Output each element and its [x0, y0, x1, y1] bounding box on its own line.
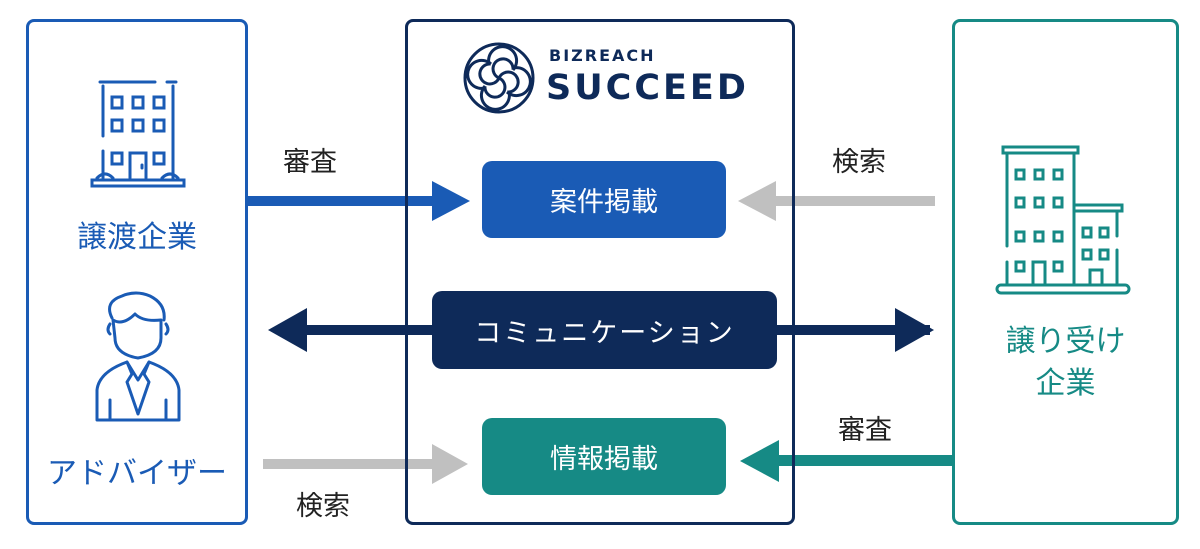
edge-label-review-top: 審査 — [283, 147, 337, 178]
buyer-company-label-line2: 企業 — [1035, 366, 1096, 401]
platform-panel — [405, 19, 795, 525]
seller-panel — [26, 19, 248, 525]
office-building-icon — [90, 80, 186, 188]
listing-box: 案件掲載 — [482, 161, 726, 238]
arrow-review-to-listing — [248, 181, 470, 221]
office-buildings-icon — [995, 145, 1131, 295]
seller-company-label: 譲渡企業 — [77, 220, 197, 255]
arrow-search-to-info — [263, 444, 468, 484]
info-listing-box: 情報掲載 — [482, 418, 726, 495]
edge-label-search-top: 検索 — [832, 147, 886, 178]
arrow-search-to-listing — [738, 181, 935, 221]
advisor-label: アドバイザー — [47, 456, 227, 491]
edge-label-search-bottom: 検索 — [296, 491, 350, 522]
logo-brand-main: SUCCEED — [546, 68, 749, 108]
bizreach-succeed-knot-icon — [463, 42, 535, 114]
arrow-review-to-info — [740, 440, 955, 482]
advisor-person-icon — [95, 291, 181, 422]
buyer-panel — [952, 19, 1179, 525]
communication-box: コミュニケーション — [432, 291, 777, 369]
logo-brand-top: BIZREACH — [549, 46, 656, 65]
buyer-company-label-line1: 譲り受け — [1005, 324, 1126, 359]
edge-label-review-bottom: 審査 — [838, 415, 892, 446]
